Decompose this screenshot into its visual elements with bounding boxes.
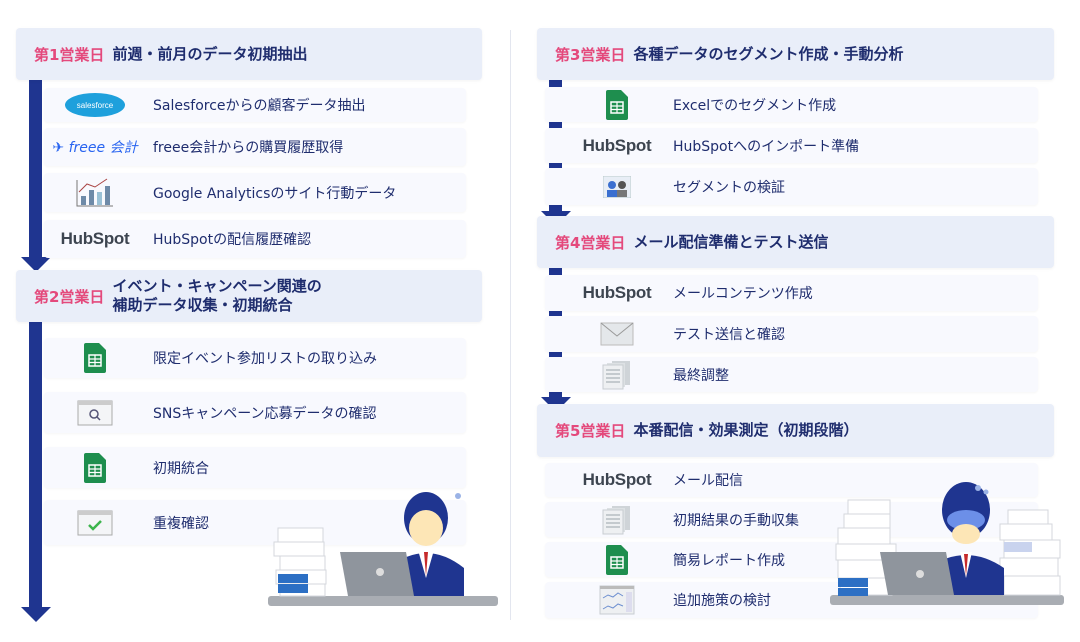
day-label: 第2営業日 [34,287,105,306]
task-item: 限定イベント参加リストの取り込み [44,338,466,378]
day-title: メール配信準備とテスト送信 [633,232,829,251]
spreadsheet-icon [567,542,667,577]
task-item: セグメントの検証 [545,168,1038,205]
svg-text:salesforce: salesforce [77,101,114,110]
day-label: 第1営業日 [34,45,105,64]
task-label: 簡易レポート作成 [673,552,785,569]
task-label: 最終調整 [673,367,729,384]
task-item: 最終調整 [545,357,1038,392]
day-5-header: 第5営業日本番配信・効果測定（初期段階） [537,404,1054,457]
task-label: 追加施策の検討 [673,593,771,609]
day-2-header: 第2営業日イベント・キャンペーン関連の 補助データ収集・初期統合 [16,270,482,322]
day-title: 前週・前月のデータ初期抽出 [112,44,308,63]
day-title: 各種データのセグメント作成・手動分析 [633,44,904,63]
task-item: HubSpot メールコンテンツ作成 [545,275,1038,311]
browser-search-icon [45,392,145,433]
task-item: HubSpot HubSpotの配信履歴確認 [44,220,466,258]
users-icon [567,168,667,205]
task-label: HubSpotの配信履歴確認 [153,232,312,248]
task-label: freee会計からの購買履歴取得 [153,140,344,156]
task-item: 重複確認 [44,500,466,545]
hubspot-logo-icon: HubSpot [582,135,652,155]
day-label: 第5営業日 [555,422,626,440]
documents-icon [567,357,667,392]
task-label: テスト送信と確認 [673,327,785,343]
spreadsheet-icon [45,447,145,488]
task-label: Google Analyticsのサイト行動データ [153,185,397,202]
task-item: Google Analyticsのサイト行動データ [44,173,466,212]
spreadsheet-icon [45,338,145,378]
day-label: 第3営業日 [555,45,626,64]
timeline-arrow-1 [29,80,42,258]
task-label: 限定イベント参加リストの取り込み [153,351,377,367]
task-label: Salesforceからの顧客データ抽出 [153,98,366,114]
day-title: 本番配信・効果測定（初期段階） [633,421,859,439]
task-label: 初期統合 [153,460,209,477]
day-3-header: 第3営業日各種データのセグメント作成・手動分析 [537,28,1054,80]
analytics-chart-icon [45,173,145,212]
hubspot-logo-icon: HubSpot [60,229,130,248]
day-4-header: 第4営業日メール配信準備とテスト送信 [537,216,1054,268]
task-item: salesforce Salesforceからの顧客データ抽出 [44,88,466,122]
day-title: イベント・キャンペーン関連の 補助データ収集・初期統合 [112,277,322,314]
task-item: Excelでのセグメント作成 [545,87,1038,122]
task-label: メールコンテンツ作成 [673,286,813,302]
task-item: 初期統合 [44,447,466,488]
task-label: セグメントの検証 [673,179,785,196]
day-1-header: 第1営業日前週・前月のデータ初期抽出 [16,28,482,80]
task-label: 重複確認 [153,515,209,532]
task-label: HubSpotへのインポート準備 [673,138,860,155]
browser-check-icon [45,500,145,545]
spreadsheet-icon [567,87,667,122]
dashboard-icon [567,582,667,618]
hubspot-logo-icon: HubSpot [582,283,652,302]
salesforce-logo-icon: salesforce [45,88,145,122]
task-label: 初期結果の手動収集 [673,512,799,529]
hubspot-logo-icon: HubSpot [582,470,652,489]
freee-logo-icon: ✈ freee 会計 [52,140,138,156]
task-label: Excelでのセグメント作成 [673,97,837,114]
documents-icon [567,502,667,537]
column-divider [510,30,511,620]
task-item: HubSpot HubSpotへのインポート準備 [545,128,1038,163]
mail-icon [567,316,667,352]
timeline-arrow-2 [29,322,42,608]
day-label: 第4営業日 [555,233,626,252]
busy-worker-illustration-left [268,492,498,606]
task-item: テスト送信と確認 [545,316,1038,352]
task-item: SNSキャンペーン応募データの確認 [44,392,466,433]
busy-worker-illustration-right [830,482,1064,605]
task-label: メール配信 [673,473,743,489]
task-label: SNSキャンペーン応募データの確認 [153,405,377,422]
task-item: ✈ freee 会計 freee会計からの購買履歴取得 [44,128,466,166]
